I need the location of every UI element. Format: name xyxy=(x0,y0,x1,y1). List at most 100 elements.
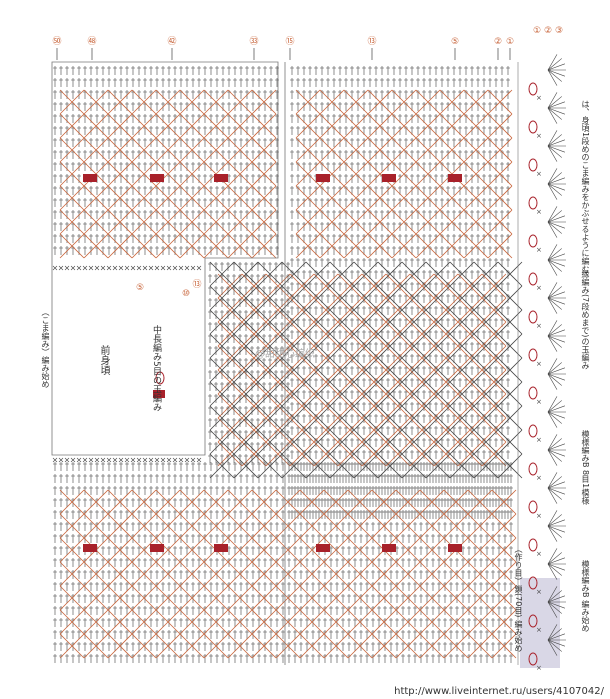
cross-stitch xyxy=(481,345,507,371)
cross-stitch xyxy=(457,441,483,467)
cross-stitch xyxy=(343,161,369,187)
cross-stitch xyxy=(497,453,523,479)
cross-stitch xyxy=(131,209,157,235)
cross-stitch xyxy=(107,89,133,115)
cross-stitch xyxy=(337,441,363,467)
cross-stitch xyxy=(497,429,523,455)
cross-stitch xyxy=(425,429,451,455)
cross-stitch xyxy=(391,209,417,235)
cross-stitch xyxy=(457,273,483,299)
cross-stitch xyxy=(107,161,133,187)
cross-stitch xyxy=(401,309,427,335)
cross-stitch xyxy=(281,261,307,287)
cross-stitch xyxy=(227,233,253,259)
cross-stitch xyxy=(241,393,267,419)
cross-stitch xyxy=(473,333,499,359)
cross-stitch xyxy=(203,209,229,235)
cross-stitch xyxy=(457,321,483,347)
cross-stitch xyxy=(497,333,523,359)
cross-stitch xyxy=(377,429,403,455)
cross-stitch xyxy=(433,321,459,347)
cross-stitch xyxy=(203,233,229,259)
cross-stitch xyxy=(481,273,507,299)
cross-stitch xyxy=(473,357,499,383)
cross-stitch xyxy=(319,209,345,235)
cross-stitch xyxy=(313,441,339,467)
cross-stitch xyxy=(377,405,403,431)
upper-right-crosses xyxy=(295,89,513,259)
cross-stitch xyxy=(217,369,243,395)
cross-stitch xyxy=(415,209,441,235)
cross-stitch xyxy=(241,369,267,395)
cross-stitch xyxy=(281,285,307,311)
cross-stitch xyxy=(401,357,427,383)
cross-stitch xyxy=(457,417,483,443)
cross-stitch xyxy=(377,309,403,335)
cross-stitch xyxy=(305,309,331,335)
cross-stitch xyxy=(385,297,411,323)
cross-stitch xyxy=(401,285,427,311)
cross-stitch xyxy=(361,369,387,395)
cross-stitch xyxy=(425,285,451,311)
cross-stitch xyxy=(233,453,259,479)
cross-stitch xyxy=(295,137,321,163)
cross-stitch xyxy=(463,185,489,211)
cross-stitch xyxy=(305,261,331,287)
cross-stitch xyxy=(203,185,229,211)
cross-stitch xyxy=(227,161,253,187)
cross-stitch xyxy=(433,393,459,419)
cross-stitch xyxy=(361,273,387,299)
cross-stitch xyxy=(59,185,85,211)
cross-stitch xyxy=(179,161,205,187)
cross-stitch xyxy=(217,345,243,371)
cross-stitch xyxy=(179,89,205,115)
cross-stitch xyxy=(281,357,307,383)
cross-stitch xyxy=(305,381,331,407)
cross-stitch xyxy=(217,297,243,323)
cross-stitch xyxy=(439,209,465,235)
cross-stitch xyxy=(497,405,523,431)
cross-stitch xyxy=(449,309,475,335)
cross-stitch xyxy=(329,333,355,359)
cross-stitch xyxy=(59,233,85,259)
cross-stitch xyxy=(401,333,427,359)
cross-stitch xyxy=(433,441,459,467)
cross-stitch xyxy=(433,369,459,395)
cross-stitch xyxy=(107,209,133,235)
cross-stitch xyxy=(289,393,315,419)
cross-stitch xyxy=(281,333,307,359)
cross-stitch xyxy=(487,161,513,187)
cross-stitch xyxy=(487,137,513,163)
cross-stitch xyxy=(481,369,507,395)
cross-stitch xyxy=(305,429,331,455)
cross-stitch xyxy=(449,381,475,407)
cross-stitch xyxy=(343,233,369,259)
cross-stitch xyxy=(367,185,393,211)
cross-stitch xyxy=(251,209,277,235)
cross-stitch xyxy=(59,89,85,115)
cross-stitch xyxy=(337,321,363,347)
cross-stitch xyxy=(83,89,109,115)
cross-stitch xyxy=(473,453,499,479)
cross-stitch xyxy=(329,429,355,455)
cross-stitch xyxy=(385,273,411,299)
cross-stitch xyxy=(449,285,475,311)
cross-stitch xyxy=(353,261,379,287)
cross-stitch xyxy=(385,369,411,395)
cross-stitch xyxy=(179,233,205,259)
cross-stitch xyxy=(353,453,379,479)
cross-stitch xyxy=(329,285,355,311)
cross-stitch xyxy=(313,297,339,323)
cross-stitch xyxy=(251,185,277,211)
cross-stitch xyxy=(415,161,441,187)
cross-stitch xyxy=(179,113,205,139)
cross-stitch xyxy=(415,137,441,163)
cross-stitch xyxy=(401,429,427,455)
cross-stitch xyxy=(487,113,513,139)
cross-stitch xyxy=(289,321,315,347)
cross-stitch xyxy=(337,369,363,395)
cross-stitch xyxy=(217,321,243,347)
cross-stitch xyxy=(313,369,339,395)
cross-stitch xyxy=(425,453,451,479)
cross-stitch xyxy=(337,345,363,371)
